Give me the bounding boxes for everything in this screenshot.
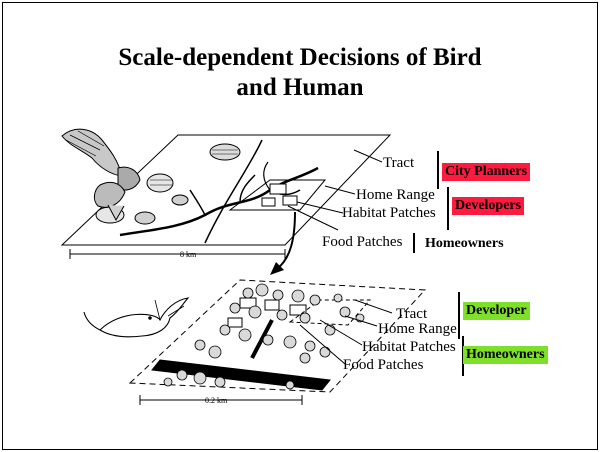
- upper-bracket-3: [413, 233, 415, 253]
- lower-label-home-range: Home Range: [378, 321, 457, 337]
- upper-label-home-range: Home Range: [356, 187, 435, 203]
- upper-bracket-2: [447, 187, 449, 230]
- upper-scale-bar: [69, 249, 286, 259]
- lower-label-tract: Tract: [396, 306, 428, 322]
- home-range-box: [228, 179, 327, 211]
- upper-tag-city-planners: City Planners: [442, 163, 531, 181]
- lower-bracket-1: [458, 292, 460, 339]
- lower-leader-lines: [299, 299, 393, 365]
- upper-scale-label: 8 km: [180, 250, 197, 259]
- lower-tag-developer: Developer: [463, 302, 530, 320]
- upper-label-food-patches: Food Patches: [322, 234, 403, 250]
- zoom-arrow: [270, 211, 296, 275]
- lower-tag-homeowners: Homeowners: [463, 346, 548, 364]
- lower-label-habitat-patches: Habitat Patches: [362, 339, 456, 355]
- upper-leader-lines: [287, 149, 383, 231]
- hawk-illustration: [61, 128, 141, 222]
- lower-tract-box: [288, 299, 372, 326]
- lower-scale-bar: [139, 395, 303, 405]
- lower-road: [151, 359, 331, 391]
- upper-map-plane: [60, 134, 392, 246]
- slide-title-line-2: and Human: [236, 74, 364, 101]
- upper-label-habitat-patches: Habitat Patches: [342, 205, 436, 221]
- upper-bracket-1: [437, 151, 439, 189]
- upper-label-tract: Tract: [383, 155, 415, 171]
- lower-map-plane: [128, 279, 427, 393]
- lower-landscape: [128, 279, 427, 405]
- upper-road: [204, 139, 263, 244]
- lower-trees: [163, 283, 365, 390]
- slide-title-line-1: Scale-dependent Decisions of Bird: [118, 44, 482, 71]
- wren-illustration: [83, 297, 190, 338]
- upper-tag-developers: Developers: [452, 197, 525, 215]
- lower-label-food-patches: Food Patches: [343, 357, 424, 373]
- lower-scale-label: 0.2 km: [205, 396, 228, 405]
- upper-tag-homeowners: Homeowners: [422, 235, 507, 253]
